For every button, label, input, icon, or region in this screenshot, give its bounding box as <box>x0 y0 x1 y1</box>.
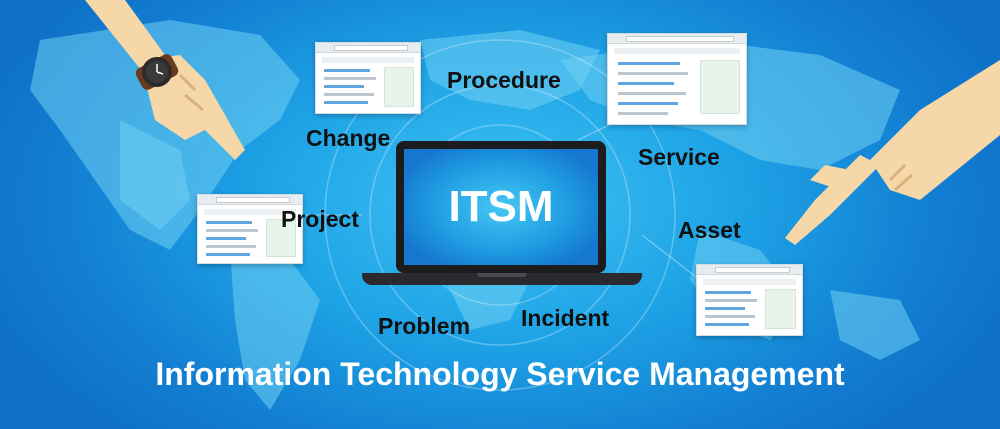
left-hand-illustration <box>85 0 245 160</box>
browser-window-service <box>607 33 747 125</box>
browser-window-asset <box>696 264 803 336</box>
browser-window-change <box>315 42 421 114</box>
label-project: Project <box>281 206 359 232</box>
laptop-screen-frame: ITSM <box>396 141 606 273</box>
browser-window-project <box>197 194 303 264</box>
laptop-illustration: ITSM <box>362 141 642 291</box>
label-service: Service <box>638 144 720 170</box>
label-change: Change <box>306 125 391 151</box>
label-incident: Incident <box>521 305 610 331</box>
laptop-base <box>362 273 642 285</box>
laptop-screen: ITSM <box>404 149 598 265</box>
laptop-notch <box>477 273 527 277</box>
itsm-title: ITSM <box>448 182 554 231</box>
banner-title: Information Technology Service Managemen… <box>155 356 845 392</box>
label-procedure: Procedure <box>447 67 561 93</box>
right-hand-illustration <box>785 60 1000 245</box>
label-problem: Problem <box>378 313 471 339</box>
label-asset: Asset <box>678 217 741 243</box>
